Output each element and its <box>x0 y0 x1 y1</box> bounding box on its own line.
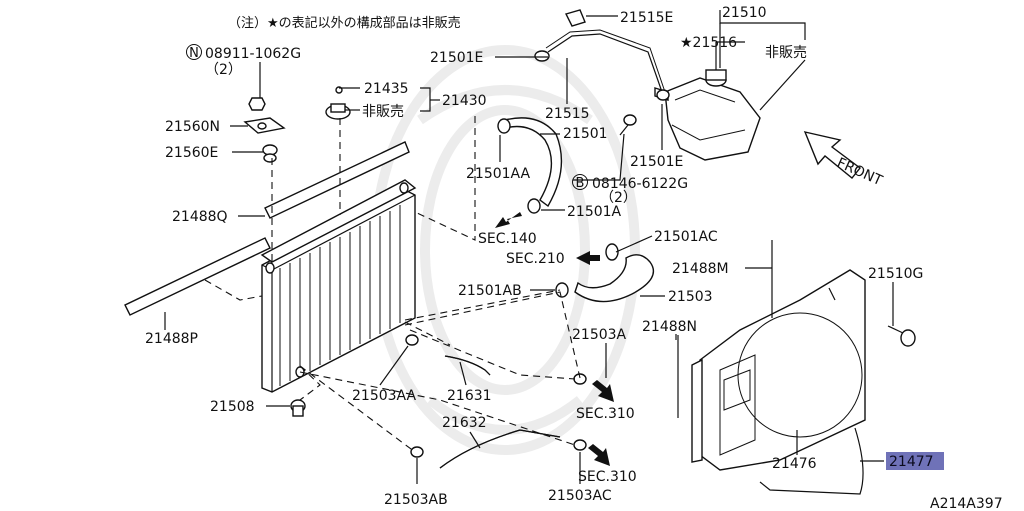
upper-hose-21501 <box>504 117 563 208</box>
label-21488M[interactable]: 21488M <box>672 261 729 277</box>
label-21501AB[interactable]: 21501AB <box>458 283 522 299</box>
label-21501AC[interactable]: 21501AC <box>654 229 718 245</box>
label-21560N[interactable]: 21560N <box>165 119 220 135</box>
label-sec310-a[interactable]: SEC.310 <box>576 406 635 422</box>
arrows <box>495 131 861 466</box>
label-21503AB[interactable]: 21503AB <box>384 492 448 508</box>
highlight-box-21477 <box>886 452 944 470</box>
bolt-21510G <box>887 325 916 347</box>
label-21501A[interactable]: 21501A <box>567 204 622 220</box>
fan-shroud <box>691 269 866 471</box>
clamp-21503AA <box>405 334 419 346</box>
label-21488P[interactable]: 21488P <box>145 331 198 347</box>
label-21501[interactable]: 21501 <box>563 126 608 142</box>
label-21510[interactable]: 21510 <box>722 5 767 21</box>
seal-21488P <box>124 237 271 316</box>
label-21631[interactable]: 21631 <box>447 388 492 404</box>
clamp-21501AB <box>555 282 569 298</box>
drain-plug-21508 <box>290 399 306 417</box>
label-21503A[interactable]: 21503A <box>572 327 627 343</box>
reservoir-hose-21515 <box>545 29 666 93</box>
arrow-sec310-b <box>588 444 610 466</box>
assembly-lines <box>204 116 581 453</box>
label-21515E[interactable]: 21515E <box>620 10 673 26</box>
clamp-21501E-top <box>534 50 550 62</box>
label-21503[interactable]: 21503 <box>668 289 713 305</box>
label-21515[interactable]: 21515 <box>545 106 590 122</box>
leader-lines <box>164 10 894 484</box>
label-21488N[interactable]: 21488N <box>642 319 697 335</box>
label-21503AC[interactable]: 21503AC <box>548 488 612 504</box>
front-arrow-icon <box>803 131 861 179</box>
label-21632[interactable]: 21632 <box>442 415 487 431</box>
arrow-sec210 <box>576 251 600 265</box>
label-21503AA[interactable]: 21503AA <box>352 388 417 404</box>
label-21560E[interactable]: 21560E <box>165 145 218 161</box>
bolt-08146 <box>619 114 637 136</box>
label-21476[interactable]: 21476 <box>772 456 817 472</box>
clamp-21501E-bottom <box>656 89 670 101</box>
clamp-21503A <box>573 373 587 385</box>
reservoir-tank <box>654 69 761 161</box>
clamp-21503AC <box>573 439 587 451</box>
label-not-sold-21510: 非販売 <box>765 45 807 61</box>
label-sec210[interactable]: SEC.210 <box>506 251 565 267</box>
label-08911-qty: （2） <box>205 62 242 78</box>
radiator-cap <box>325 86 351 120</box>
label-not-sold-21430: 非販売 <box>362 104 404 120</box>
bolt-n-mark: N <box>186 44 202 61</box>
label-front: FRONT <box>834 155 885 189</box>
label-sec310-b[interactable]: SEC.310 <box>578 469 637 485</box>
label-08911-1062G[interactable]: 08911-1062G <box>205 46 301 62</box>
label-08146-qty: （2） <box>600 190 637 206</box>
clamp-21501A <box>527 198 541 214</box>
shroud-seal-21477 <box>759 427 864 495</box>
rubber-mount-21560E <box>262 144 278 163</box>
label-21501E-bottom[interactable]: 21501E <box>630 154 683 170</box>
label-21488Q[interactable]: 21488Q <box>172 209 228 225</box>
clamp-21501AA <box>497 118 511 134</box>
seal-21488Q <box>264 141 410 219</box>
part-labels: 21515E 21510 ★21516 非販売 21501E N 08911-1… <box>145 5 1003 511</box>
label-21508[interactable]: 21508 <box>210 399 255 415</box>
clip-21515E <box>564 9 586 27</box>
arrow-sec310-a <box>592 380 614 402</box>
radiator <box>260 179 417 393</box>
bolt-b-mark: B <box>572 174 588 191</box>
label-21510G[interactable]: 21510G <box>868 266 923 282</box>
label-21430[interactable]: 21430 <box>442 93 487 109</box>
label-08146-6122G[interactable]: 08146-6122G <box>592 176 688 192</box>
label-21435[interactable]: 21435 <box>364 81 409 97</box>
diagram-id: A214A397 <box>930 496 1003 511</box>
clamp-21501AC <box>605 243 619 261</box>
label-21501E-top[interactable]: 21501E <box>430 50 483 66</box>
mount-bracket-21560N <box>243 117 286 134</box>
svg-text:B: B <box>576 176 585 191</box>
nut-bolt-08911 <box>248 97 266 111</box>
svg-text:N: N <box>189 46 199 61</box>
label-21477[interactable]: 21477 <box>889 454 934 470</box>
label-21516[interactable]: ★21516 <box>680 35 737 51</box>
label-21501AA[interactable]: 21501AA <box>466 166 531 182</box>
label-sec140[interactable]: SEC.140 <box>478 231 537 247</box>
clamp-21503AB <box>410 446 424 458</box>
not-sold-note: （注）★の表記以外の構成部品は非販売 <box>228 15 461 31</box>
arrow-sec140 <box>495 212 522 228</box>
lower-hose-21503 <box>574 254 655 303</box>
